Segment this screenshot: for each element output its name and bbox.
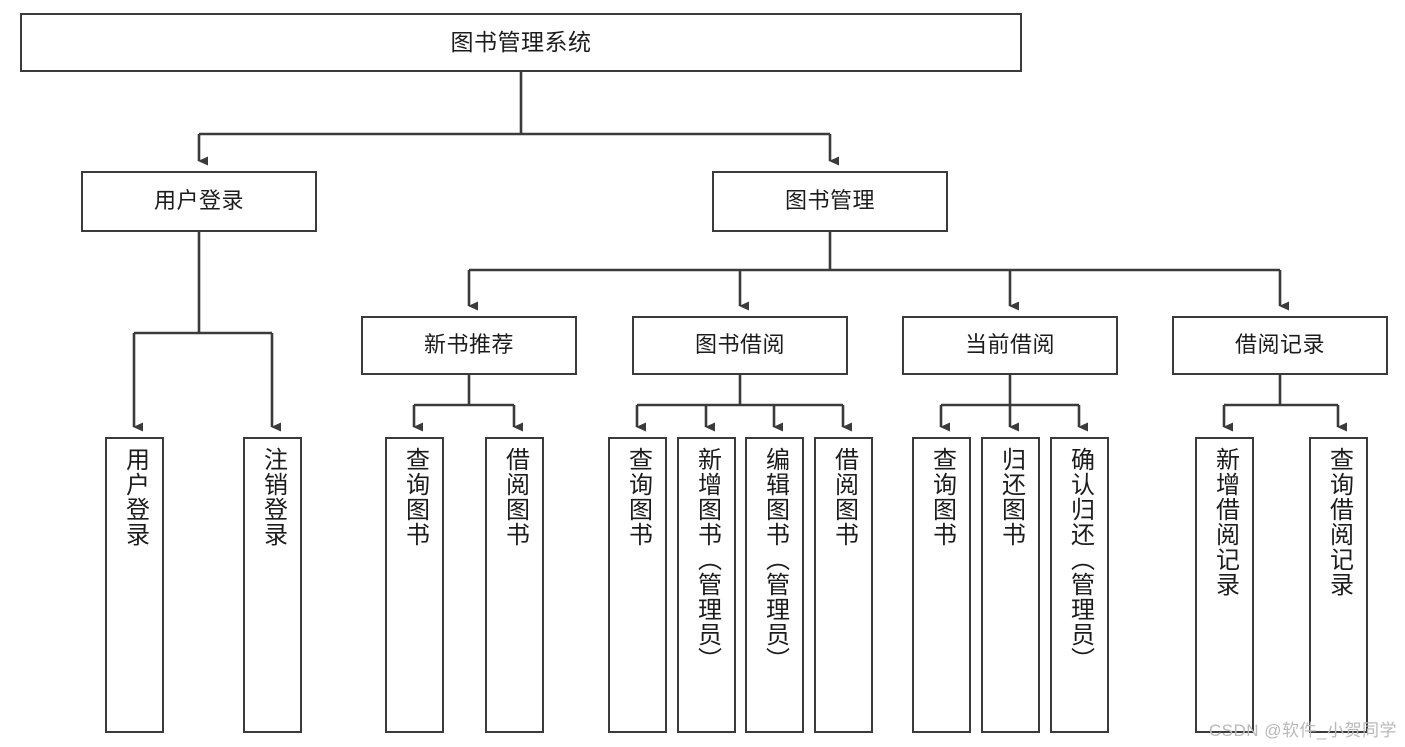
node-label: 图书管理 (784, 188, 875, 214)
node-label: 借阅记录 (1234, 332, 1325, 358)
node-label: 用户登录 (121, 447, 149, 547)
node-label: 借阅图书 (501, 447, 529, 547)
leaf-new-book-query-book[interactable]: 查询图书 (385, 437, 444, 733)
leaf-borrow-record-add-record[interactable]: 新增借阅记录 (1195, 437, 1254, 733)
node-borrow-record[interactable]: 借阅记录 (1172, 316, 1388, 375)
node-label: 新增借阅记录 (1211, 447, 1239, 597)
node-label: 用户登录 (153, 188, 244, 214)
leaf-current-borrow-return-book[interactable]: 归还图书 (981, 437, 1040, 733)
leaf-user-login-signin[interactable]: 用户登录 (105, 437, 164, 733)
node-label: 查询图书 (401, 447, 429, 547)
node-label: 当前借阅 (964, 332, 1055, 358)
leaf-new-book-borrow-book[interactable]: 借阅图书 (485, 437, 544, 733)
leaf-current-borrow-query-book[interactable]: 查询图书 (912, 437, 971, 733)
node-current-borrow[interactable]: 当前借阅 (902, 316, 1118, 375)
node-user-login[interactable]: 用户登录 (81, 171, 317, 232)
node-label: 借阅图书 (830, 447, 858, 547)
node-label: 查询图书 (624, 447, 652, 547)
node-label: 注销登录 (259, 447, 287, 547)
node-book-borrow[interactable]: 图书借阅 (632, 316, 848, 375)
node-label: 查询借阅记录 (1325, 447, 1353, 597)
leaf-book-borrow-add-book-admin[interactable]: 新增图书（管理员） (677, 437, 736, 733)
node-root-book-management-system[interactable]: 图书管理系统 (20, 13, 1022, 72)
node-new-book-recommend[interactable]: 新书推荐 (361, 316, 577, 375)
node-label: 图书管理系统 (450, 28, 592, 55)
leaf-user-login-signout[interactable]: 注销登录 (243, 437, 302, 733)
leaf-book-borrow-edit-book-admin[interactable]: 编辑图书（管理员） (745, 437, 804, 733)
leaf-book-borrow-borrow-book[interactable]: 借阅图书 (814, 437, 873, 733)
leaf-current-borrow-confirm-return-admin[interactable]: 确认归还（管理员） (1050, 437, 1109, 733)
node-book-management[interactable]: 图书管理 (712, 171, 948, 232)
node-label: 图书借阅 (694, 332, 785, 358)
node-label: 查询图书 (928, 447, 956, 547)
node-label: 编辑图书（管理员） (761, 447, 789, 672)
node-label: 确认归还（管理员） (1066, 447, 1094, 672)
leaf-borrow-record-query-record[interactable]: 查询借阅记录 (1309, 437, 1368, 733)
csdn-watermark: CSDN @软件_小贺同学 (1208, 721, 1397, 740)
node-label: 新书推荐 (423, 332, 514, 358)
node-label: 归还图书 (997, 447, 1025, 547)
node-label: 新增图书（管理员） (693, 447, 721, 672)
leaf-book-borrow-query-book[interactable]: 查询图书 (608, 437, 667, 733)
